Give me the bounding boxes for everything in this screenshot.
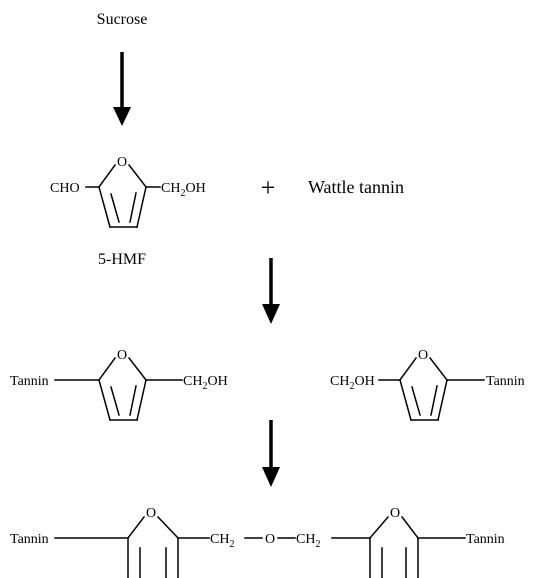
reaction-arrow-1 bbox=[113, 52, 131, 126]
ch2-group-1: CH2 bbox=[210, 532, 234, 550]
ch2oh-group: CH2OH bbox=[161, 181, 206, 199]
tannin-label-left: Tannin bbox=[10, 532, 49, 547]
reaction-arrow-2 bbox=[262, 258, 280, 324]
ether-oxygen: O bbox=[265, 532, 275, 547]
ring-oxygen-hmf: O bbox=[117, 155, 127, 170]
hmf-name-label: 5-HMF bbox=[98, 251, 146, 268]
cho-group: CHO bbox=[50, 181, 80, 196]
furan-ring-right bbox=[368, 515, 420, 578]
tannin-label-a: Tannin bbox=[10, 374, 49, 389]
tannin-furan-adduct-b: CH2OH O Tannin bbox=[330, 348, 525, 421]
tannin-furan-adduct-a: Tannin O CH2OH bbox=[10, 348, 228, 421]
tannin-label-right: Tannin bbox=[466, 532, 505, 547]
tannin-label-b: Tannin bbox=[486, 374, 525, 389]
furan-ring-b bbox=[398, 356, 449, 421]
ch2oh-group-b: CH2OH bbox=[330, 374, 375, 392]
wattle-tannin-label: Wattle tannin bbox=[308, 177, 404, 197]
sucrose-label: Sucrose bbox=[97, 11, 148, 28]
ring-oxygen-left: O bbox=[146, 506, 156, 521]
ring-oxygen-a: O bbox=[117, 348, 127, 363]
plus-sign: + bbox=[261, 173, 276, 202]
furan-ring-hmf bbox=[97, 163, 148, 228]
furan-ring-left bbox=[126, 515, 180, 578]
ch2oh-group-a: CH2OH bbox=[183, 374, 228, 392]
ch2-group-2: CH2 bbox=[296, 532, 320, 550]
ring-oxygen-b: O bbox=[418, 348, 428, 363]
ring-oxygen-right: O bbox=[390, 506, 400, 521]
hmf-molecule: CHO O CH2OH bbox=[50, 155, 206, 228]
reaction-arrow-3 bbox=[262, 420, 280, 487]
furan-ring-a bbox=[97, 356, 148, 421]
ether-bridged-product: Tannin O CH2 O CH2 O Tannin bbox=[10, 506, 505, 578]
